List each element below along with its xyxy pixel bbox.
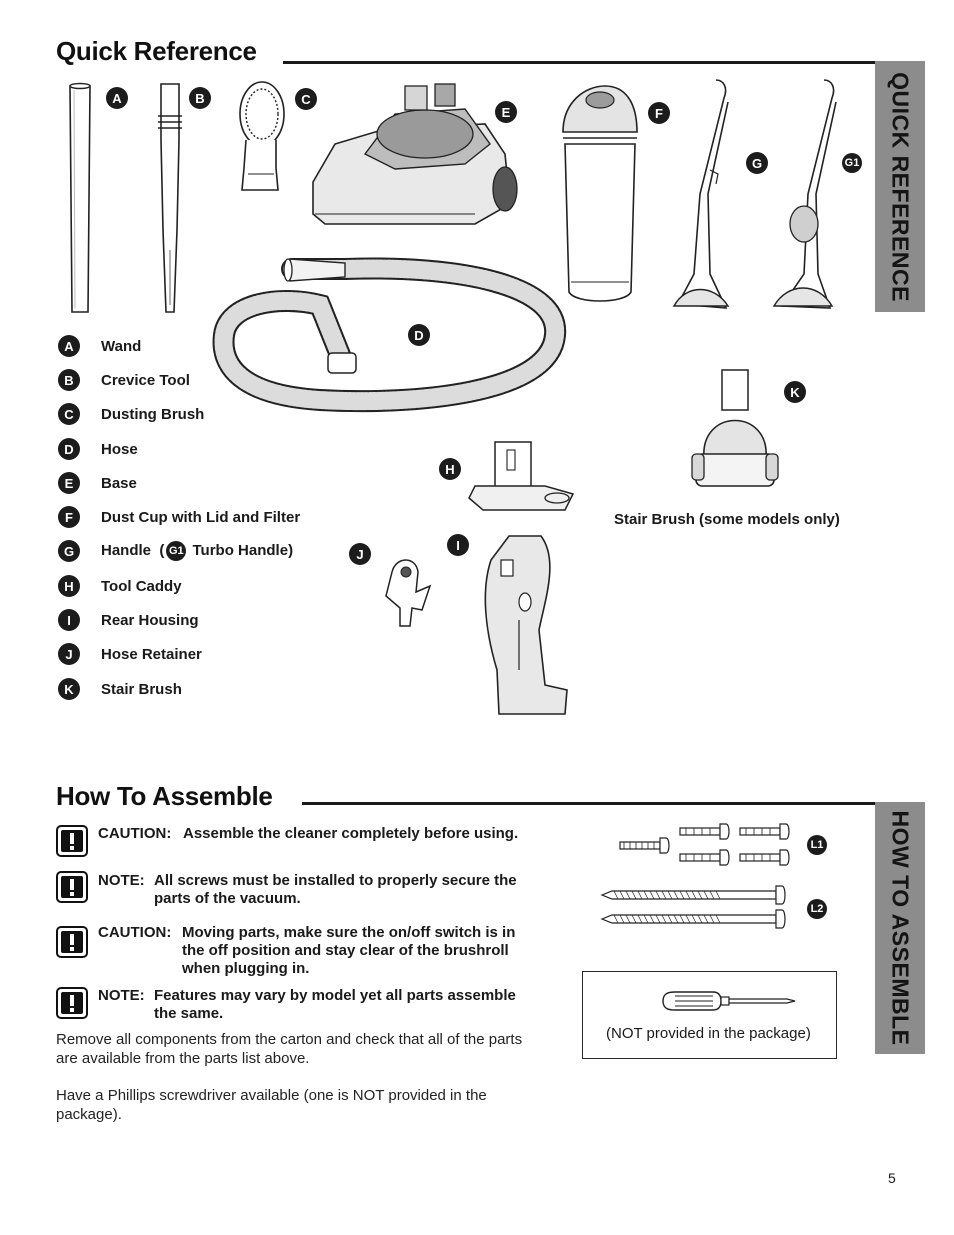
warning-icon — [56, 825, 88, 857]
part-label: Dusting Brush — [101, 405, 205, 423]
tool-caddy-illustration — [468, 441, 575, 511]
instruction-paragraph: Have a Phillips screwdriver available (o… — [56, 1087, 487, 1123]
list-item: D Hose — [58, 437, 138, 461]
tool-caption: (NOT provided in the package) — [606, 1025, 811, 1042]
part-label: Hose Retainer — [101, 645, 202, 663]
dusting-brush-illustration — [239, 81, 285, 191]
base-illustration — [312, 83, 518, 225]
figure-badge-a: A — [106, 87, 128, 109]
part-label: Wand — [101, 337, 142, 355]
quick-reference-title: Quick Reference — [56, 36, 257, 66]
part-label: Stair Brush — [101, 680, 182, 698]
notice-body: Features may vary by model yet all parts… — [154, 987, 516, 1022]
figure-badge-d: D — [408, 324, 430, 346]
part-badge: I — [58, 609, 80, 631]
page-number: 5 — [888, 1170, 896, 1186]
notice-label: NOTE: — [98, 872, 145, 889]
crevice-tool-illustration — [158, 83, 182, 313]
part-badge: A — [58, 335, 80, 357]
list-item: B Crevice Tool — [58, 368, 190, 392]
stair-brush-illustration — [691, 369, 779, 487]
figure-badge-g1: G1 — [842, 153, 862, 173]
figure-badge-c: C — [295, 88, 317, 110]
side-tab-label: QUICK REFERENCE — [887, 71, 914, 302]
part-badge: F — [58, 506, 80, 528]
part-label-post: Turbo Handle) — [188, 541, 294, 559]
warning-icon — [56, 926, 88, 958]
how-to-assemble-title: How To Assemble — [56, 781, 273, 811]
side-tab-label: HOW TO ASSEMBLE — [887, 810, 914, 1046]
handle-illustration — [672, 79, 730, 309]
part-label: Dust Cup with Lid and Filter — [101, 508, 301, 526]
turbo-handle-illustration — [772, 79, 837, 309]
part-label: Crevice Tool — [101, 371, 190, 389]
notice-label: CAUTION: — [98, 825, 172, 842]
list-item: F Dust Cup with Lid and Filter — [58, 505, 300, 529]
part-badge: J — [58, 643, 80, 665]
list-item: E Base — [58, 471, 137, 495]
screw-badge-l1: L1 — [807, 835, 827, 855]
part-badge: D — [58, 438, 80, 460]
title-rule — [302, 802, 875, 805]
screw-badge-l2: L2 — [807, 899, 827, 919]
part-label: Handle (G1 Turbo Handle) — [101, 541, 293, 561]
part-badge: K — [58, 678, 80, 700]
rear-housing-illustration — [484, 535, 568, 715]
wand-illustration — [69, 82, 91, 313]
part-label: Hose — [101, 440, 138, 458]
screw-icon — [600, 823, 790, 929]
dust-cup-illustration — [562, 85, 638, 302]
figure-badge-e: E — [495, 101, 517, 123]
title-rule — [283, 61, 875, 64]
part-label: Rear Housing — [101, 611, 199, 629]
list-item: I Rear Housing — [58, 608, 199, 632]
warning-icon — [56, 871, 88, 903]
part-label: Tool Caddy — [101, 577, 182, 595]
figure-badge-g: G — [746, 152, 768, 174]
notice-body: Assemble the cleaner completely before u… — [183, 825, 519, 842]
list-item: H Tool Caddy — [58, 574, 182, 598]
screwdriver-box: (NOT provided in the package) — [582, 971, 837, 1059]
note-notice: NOTE: Features may vary by model yet all… — [56, 987, 536, 1027]
hose-retainer-illustration — [385, 559, 432, 627]
part-badge: H — [58, 575, 80, 597]
part-badge: B — [58, 369, 80, 391]
list-item: A Wand — [58, 334, 141, 358]
part-label-pre: Handle ( — [101, 541, 165, 559]
caution-notice: CAUTION: Moving parts, make sure the on/… — [56, 924, 536, 980]
list-item: J Hose Retainer — [58, 642, 202, 666]
list-item: C Dusting Brush — [58, 402, 204, 426]
instruction-paragraph: Remove all components from the carton an… — [56, 1031, 523, 1067]
figure-badge-i: I — [447, 534, 469, 556]
part-label: Base — [101, 474, 137, 492]
warning-icon — [56, 987, 88, 1019]
part-badge: E — [58, 472, 80, 494]
inline-badge-g1: G1 — [166, 541, 187, 561]
caution-notice: CAUTION: Assemble the cleaner completely… — [56, 825, 536, 861]
notice-body: Moving parts, make sure the on/off switc… — [182, 924, 516, 977]
part-badge: G — [58, 540, 80, 562]
figure-badge-k: K — [784, 381, 806, 403]
list-item: G Handle (G1 Turbo Handle) — [58, 539, 293, 563]
note-notice: NOTE: All screws must be installed to pr… — [56, 871, 536, 912]
figure-badge-f: F — [648, 102, 670, 124]
figure-badge-j: J — [349, 543, 371, 565]
stair-brush-caption: Stair Brush (some models only) — [614, 511, 840, 528]
notice-body: All screws must be installed to properly… — [154, 872, 517, 907]
list-item: K Stair Brush — [58, 677, 182, 701]
figure-badge-h: H — [439, 458, 461, 480]
hose-illustration — [212, 257, 567, 413]
side-tab-how-to-assemble: HOW TO ASSEMBLE — [875, 802, 925, 1054]
part-badge: C — [58, 403, 80, 425]
figure-badge-b: B — [189, 87, 211, 109]
side-tab-quick-reference: QUICK REFERENCE — [875, 61, 925, 312]
notice-label: CAUTION: — [98, 924, 172, 941]
screwdriver-icon — [662, 991, 796, 1011]
notice-label: NOTE: — [98, 987, 145, 1004]
